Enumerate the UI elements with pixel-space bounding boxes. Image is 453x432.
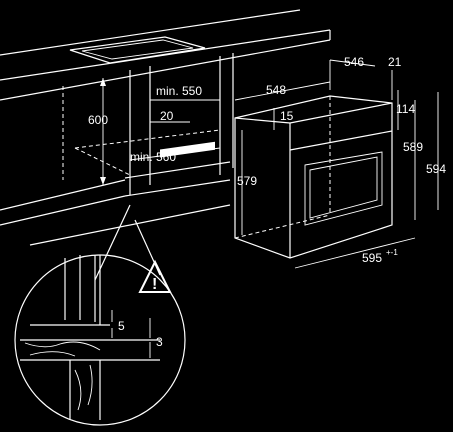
countertop-drawing: 600 min. 550 20 min. 560 — [0, 9, 331, 246]
detail-gap-lower: 3 — [156, 335, 163, 349]
oven-drawing: 546 21 548 15 114 589 594 579 595 +-1 — [234, 55, 446, 269]
detail-callout: ! 5 3 — [14, 204, 186, 426]
dim-top-offset: 15 — [280, 109, 294, 123]
dim-oven-height-outer: 594 — [426, 162, 446, 176]
dim-front-width-tolerance: +-1 — [386, 248, 398, 257]
dim-niche-width: min. 550 — [156, 84, 202, 98]
cabinet-niche — [0, 53, 234, 246]
dim-niche-height: 600 — [88, 113, 108, 127]
dim-oven-depth: 546 — [344, 55, 364, 69]
hob-cutout — [69, 36, 206, 64]
warning-symbol: ! — [152, 276, 157, 293]
dim-niche-gap: 20 — [160, 109, 174, 123]
dim-front-height-upper: 114 — [396, 102, 415, 116]
dim-oven-height-inner: 589 — [403, 140, 423, 154]
dim-front-thickness: 21 — [388, 55, 402, 69]
dim-side-height: 579 — [237, 174, 257, 188]
dim-niche-depth: min. 560 — [130, 150, 176, 164]
dim-oven-width-top: 548 — [266, 83, 286, 97]
warning-sign: ! — [138, 259, 172, 293]
dim-front-width: 595 — [362, 251, 382, 265]
detail-gap-upper: 5 — [118, 319, 125, 333]
